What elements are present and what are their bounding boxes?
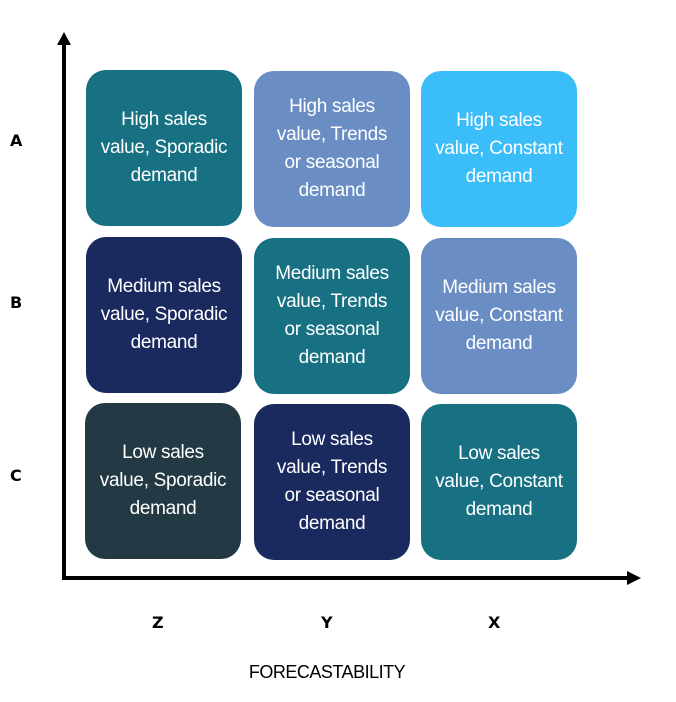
col-label-z: Z [152,613,164,632]
x-axis-arrow-icon [627,571,641,585]
row-label-a: A [10,131,23,150]
col-label-x: X [488,613,501,632]
x-axis-title: FORECASTABILITY [248,662,406,682]
cell-a-x: High sales value, Constant demand [421,71,577,227]
cell-text: High sales value, Trends or seasonal dem… [276,96,388,201]
cell-c-y: Low sales value, Trends or seasonal dema… [254,404,410,560]
row-label-c: C [10,466,22,485]
cell-text: Low sales value, Trends or seasonal dema… [276,429,388,534]
cell-text: Low sales value, Sporadic demand [99,442,227,519]
cell-text: Medium sales value, Sporadic demand [100,276,228,353]
y-axis-line [62,42,66,580]
cell-c-x: Low sales value, Constant demand [421,404,577,560]
cell-a-y: High sales value, Trends or seasonal dem… [254,71,410,227]
cell-b-y: Medium sales value, Trends or seasonal d… [254,238,410,394]
cell-text: Medium sales value, Trends or seasonal d… [275,263,389,368]
col-label-y: Y [321,613,333,632]
cell-a-z: High sales value, Sporadic demand [86,70,242,226]
cell-text: High sales value, Constant demand [435,110,563,187]
cell-b-x: Medium sales value, Constant demand [421,238,577,394]
cell-b-z: Medium sales value, Sporadic demand [86,237,242,393]
cell-c-z: Low sales value, Sporadic demand [85,403,241,559]
row-label-b: B [10,293,23,312]
y-axis-arrow-icon [57,32,71,45]
cell-text: Low sales value, Constant demand [435,443,563,520]
cell-text: Medium sales value, Constant demand [435,277,563,354]
x-axis-line [62,576,630,580]
cell-text: High sales value, Sporadic demand [100,109,228,186]
